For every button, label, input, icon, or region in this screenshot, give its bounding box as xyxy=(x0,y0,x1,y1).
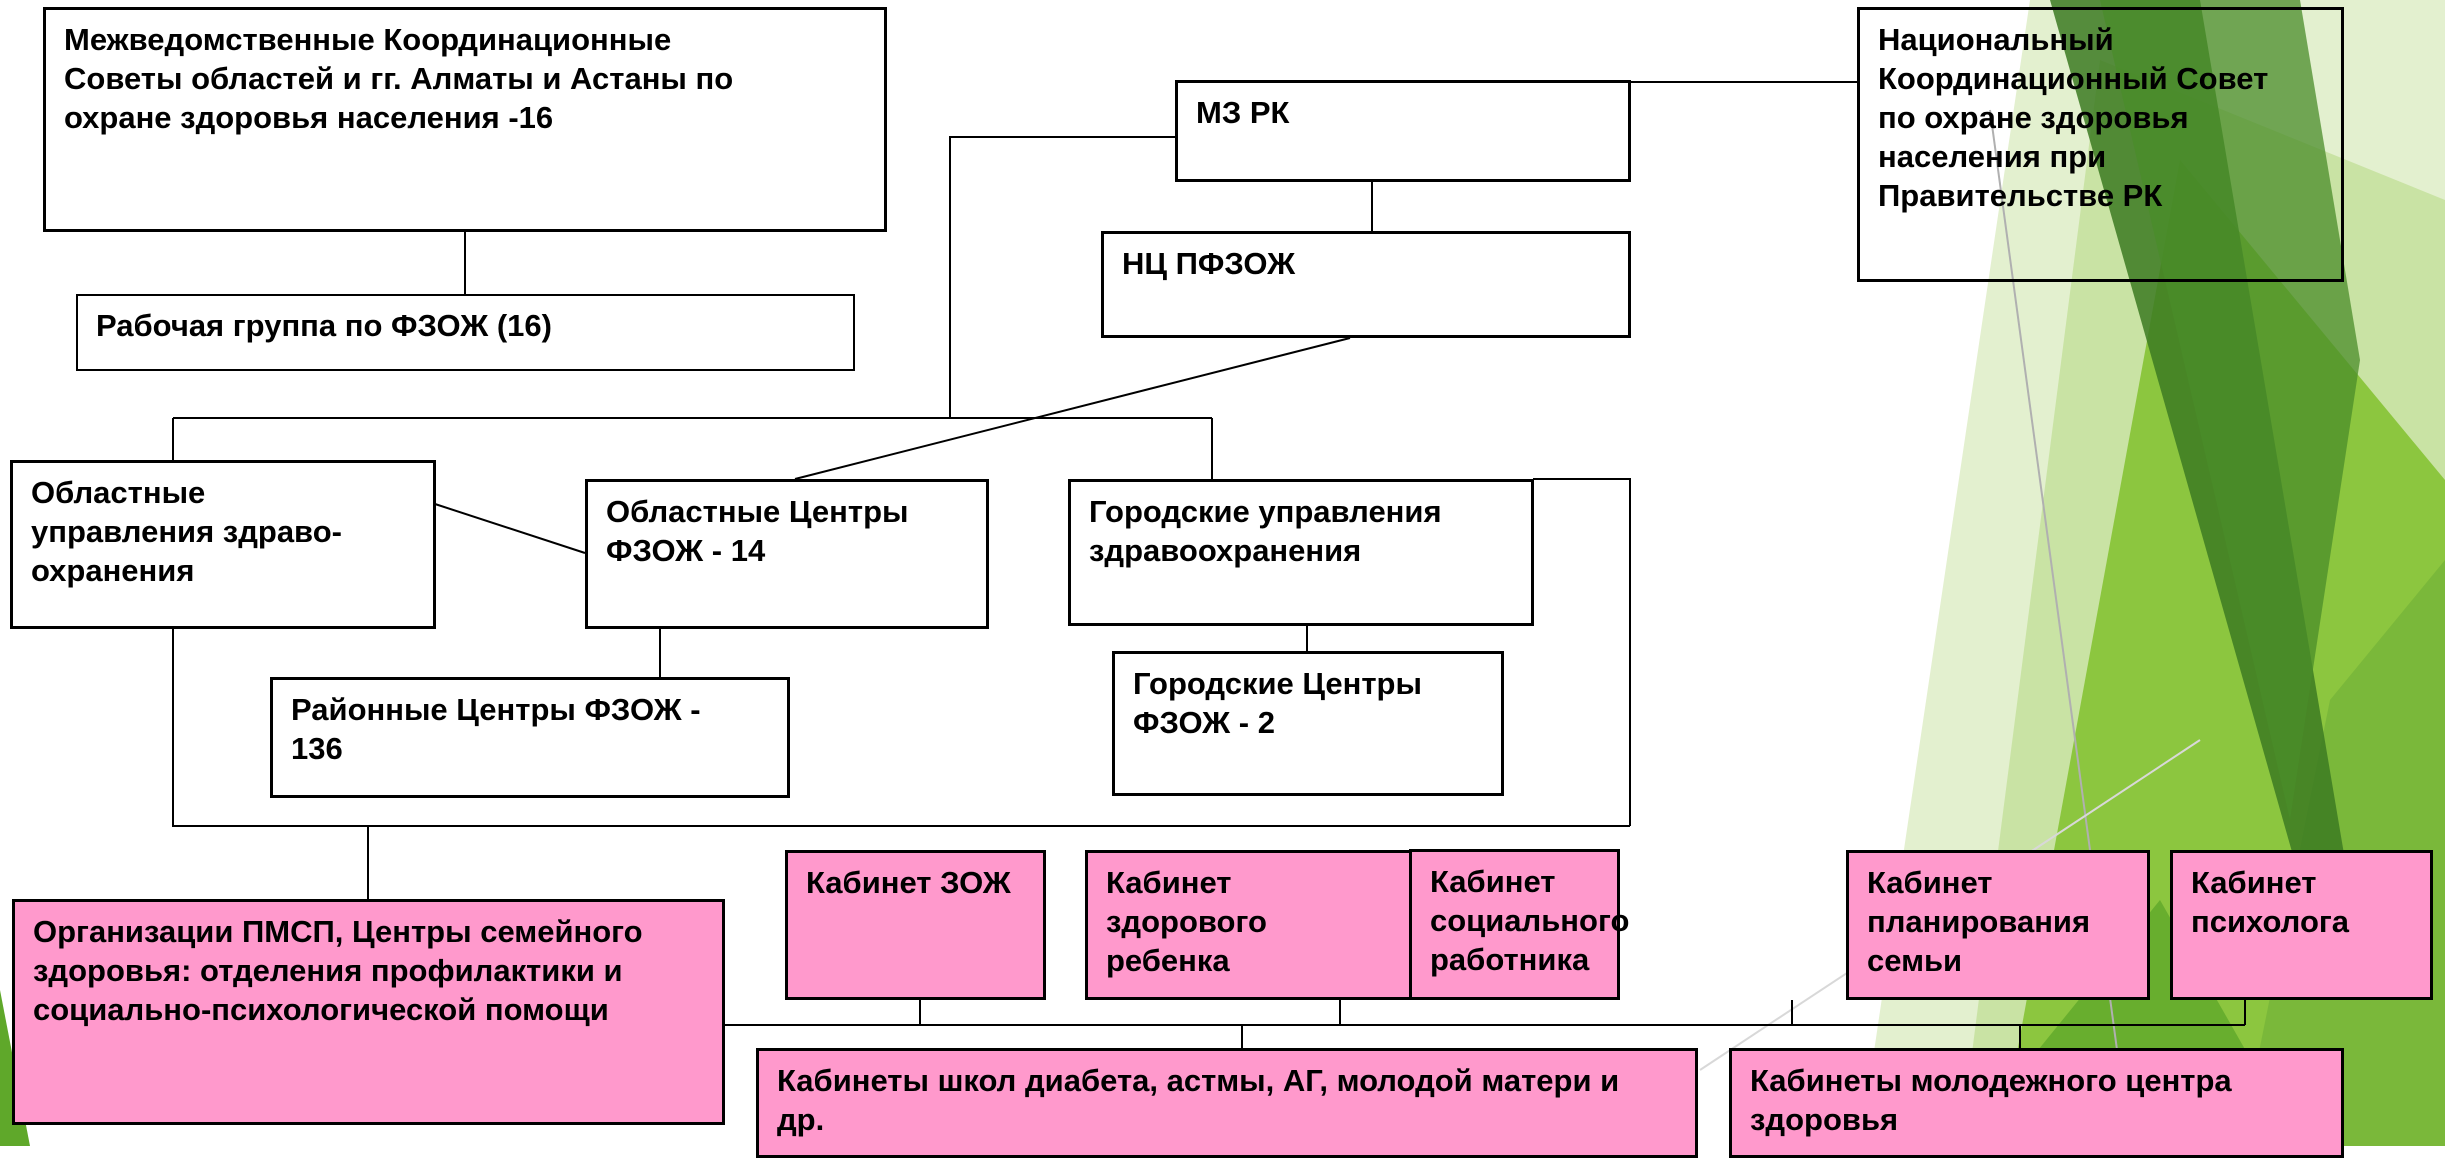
cabinet-psychologist-box: Кабинет психолога xyxy=(2170,850,2433,1000)
cabinets-youth-center-box: Кабинеты молодежного центра здоровья xyxy=(1729,1048,2344,1158)
city-centers-box: Городские Центры ФЗОЖ - 2 xyxy=(1112,651,1504,796)
cabinet-healthy-child-box: Кабинет здорового ребенка xyxy=(1085,850,1412,1000)
cabinet-zozh-box: Кабинет ЗОЖ xyxy=(785,850,1046,1000)
district-centers-box: Районные Центры ФЗОЖ - 136 xyxy=(270,677,790,798)
city-health-depts-box: Городские управления здравоохранения xyxy=(1068,479,1534,626)
nc-pfzozh-box: НЦ ПФЗОЖ xyxy=(1101,231,1631,338)
interagency-councils-box: Межведомственные Координационные Советы … xyxy=(43,7,887,232)
phc-organizations-box: Организации ПМСП, Центры семейного здоро… xyxy=(12,899,725,1125)
cabinets-schools-box: Кабинеты школ диабета, астмы, АГ, молодо… xyxy=(756,1048,1698,1158)
connector xyxy=(434,503,586,554)
regional-centers-box: Областные Центры ФЗОЖ - 14 xyxy=(585,479,989,629)
national-council-box: Национальный Координационный Совет по ох… xyxy=(1857,7,2344,282)
cabinet-family-planning-box: Кабинет планирования семьи xyxy=(1846,850,2150,1000)
working-group-box: Рабочая группа по ФЗОЖ (16) xyxy=(76,294,855,371)
connector xyxy=(794,337,1351,480)
mz-rk-box: МЗ РК xyxy=(1175,80,1631,182)
connector xyxy=(1533,478,1631,826)
connector xyxy=(949,136,1175,418)
cabinet-social-worker-box: Кабинет социального работника xyxy=(1409,849,1629,1000)
connector xyxy=(172,629,1630,827)
green-shape-deep xyxy=(2100,0,2360,820)
regional-health-depts-box: Областные управления здраво- охранения xyxy=(10,460,436,629)
